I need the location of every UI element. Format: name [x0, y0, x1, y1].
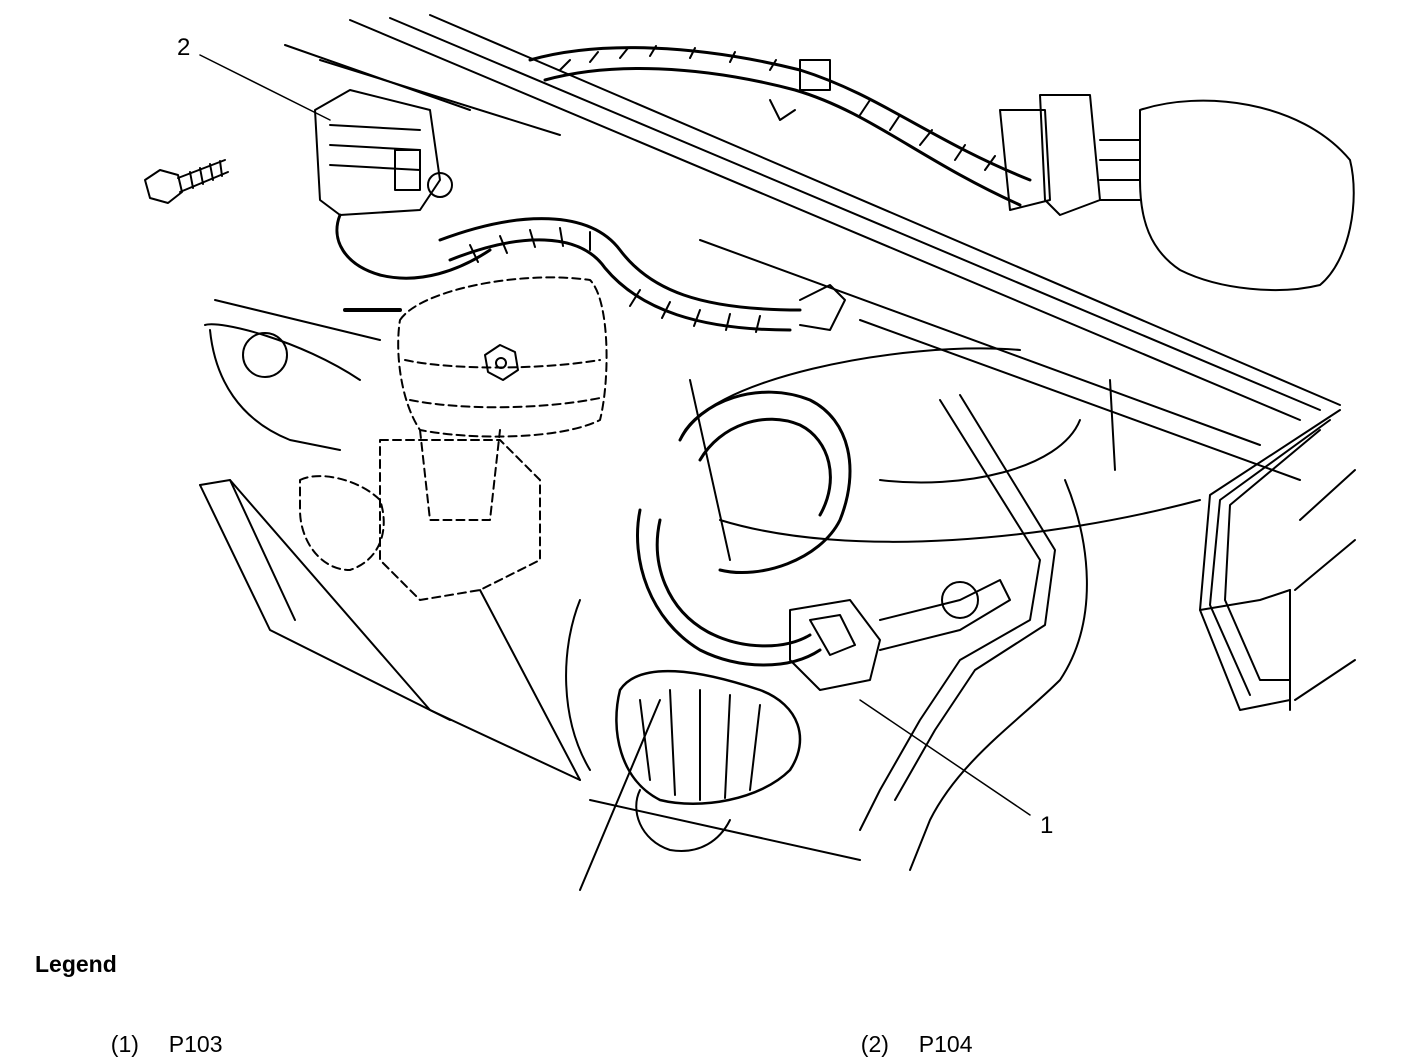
left-panel — [199, 299, 581, 781]
p104-connector — [314, 89, 492, 280]
legend-key: (1) — [110, 1031, 139, 1057]
callout-leaders — [199, 54, 1031, 816]
right-bracket — [1199, 409, 1356, 711]
bolt-icon — [144, 159, 229, 204]
module-nut-icon — [484, 344, 519, 381]
legend-value: P104 — [918, 1031, 973, 1057]
callout-2: 2 — [177, 34, 191, 61]
p103-connector — [789, 579, 1011, 691]
upper-body-rails — [284, 14, 1341, 481]
frame-curves — [479, 347, 1201, 891]
legend-title: Legend — [35, 951, 117, 977]
legend-value: P103 — [168, 1031, 223, 1057]
callout-1: 1 — [1040, 812, 1054, 839]
legend-item-p103: (1) P103 — [98, 1004, 223, 1058]
legend-key: (2) — [860, 1031, 889, 1057]
legend-item-p104: (2) P104 — [848, 1004, 973, 1058]
main-harness — [438, 217, 846, 333]
upper-harness — [528, 45, 1355, 291]
wiring-harness-illustration — [144, 14, 1356, 891]
lower-harness — [615, 390, 852, 852]
center-module — [299, 276, 608, 601]
